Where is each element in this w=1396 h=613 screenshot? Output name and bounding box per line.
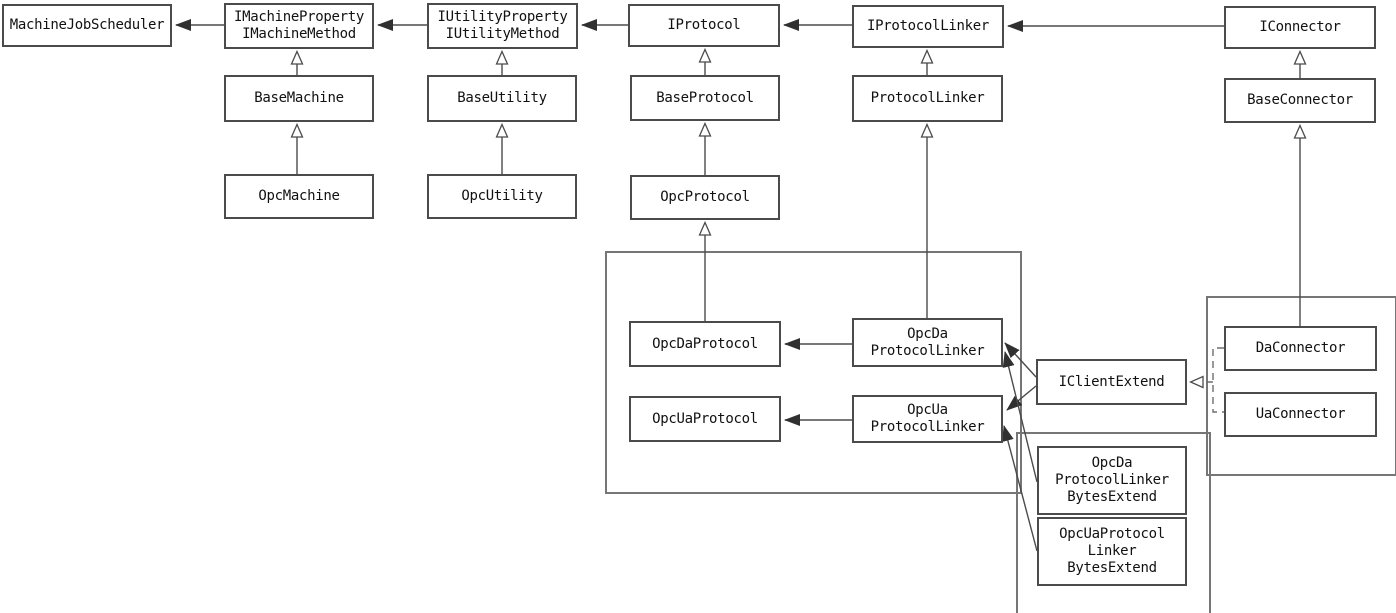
edge-opcuabytesextend-to-opcuaprotocollinker — [1002, 425, 1038, 552]
class-box-iutilityproperty-iutilitymethod: IUtilityProperty IUtilityMethod — [427, 3, 578, 49]
class-label: IProtocolLinker — [867, 18, 989, 34]
class-label: BaseUtility — [457, 90, 547, 106]
class-label: OpcDaProtocol — [652, 335, 758, 352]
edge-iclientextend-to-opcuaprotocollinker — [1006, 385, 1037, 411]
class-label: BaseProtocol — [656, 89, 754, 106]
class-label: MachineJobScheduler — [9, 17, 165, 33]
class-box-baseutility: BaseUtility — [427, 75, 577, 122]
class-box-opcprotocol: OpcProtocol — [630, 175, 780, 220]
class-box-opcuaprotocol: OpcUaProtocol — [629, 396, 781, 442]
class-box-machinejobscheduler: MachineJobScheduler — [2, 4, 172, 47]
class-box-opcdaprotocollinker-bytesextend: OpcDa ProtocolLinker BytesExtend — [1037, 446, 1187, 515]
class-label: OpcUa ProtocolLinker — [870, 402, 985, 435]
class-box-opcmachine: OpcMachine — [224, 174, 374, 219]
class-label: IConnector — [1259, 19, 1341, 35]
edge-connectors-realize-elbow — [1212, 347, 1224, 413]
class-box-iconnector: IConnector — [1224, 6, 1376, 49]
edge-opcdabytesextend-to-opcdaprotocollinker — [1002, 351, 1038, 483]
class-label: OpcDa ProtocolLinker — [870, 325, 985, 359]
class-box-imachineproperty-imachinemethod: IMachineProperty IMachineMethod — [224, 3, 374, 49]
class-box-baseprotocol: BaseProtocol — [630, 75, 780, 121]
class-label: OpcMachine — [258, 188, 340, 204]
class-label: IProtocol — [667, 17, 741, 33]
class-label: BaseMachine — [254, 90, 344, 106]
class-box-opcdaprotocol: OpcDaProtocol — [629, 321, 781, 367]
group-box-bytes-extend — [1016, 432, 1211, 613]
class-label: IUtilityProperty IUtilityMethod — [437, 9, 568, 42]
class-box-iprotocol: IProtocol — [628, 4, 780, 47]
class-label: OpcDa ProtocolLinker BytesExtend — [1055, 455, 1169, 505]
class-label: ProtocolLinker — [870, 90, 985, 106]
class-label: IMachineProperty IMachineMethod — [233, 9, 365, 42]
class-label: BaseConnector — [1247, 92, 1353, 108]
class-box-baseconnector: BaseConnector — [1224, 78, 1376, 123]
class-label: OpcUaProtocol — [652, 410, 758, 427]
class-box-uaconnector: UaConnector — [1224, 392, 1377, 437]
class-box-iprotocollinker: IProtocolLinker — [852, 5, 1004, 48]
edge-iclientextend-to-opcdaprotocollinker — [1004, 342, 1037, 378]
class-box-opcuaprotocollinker: OpcUa ProtocolLinker — [852, 395, 1003, 443]
class-box-opcuaprotocollinker-bytesextend: OpcUaProtocol Linker BytesExtend — [1037, 517, 1187, 586]
class-box-protocollinker: ProtocolLinker — [852, 75, 1003, 122]
class-label: UaConnector — [1255, 406, 1346, 422]
class-box-opcutility: OpcUtility — [427, 174, 577, 219]
class-label: IClientExtend — [1058, 373, 1165, 390]
group-box-opc-protocol-linker — [605, 251, 1022, 494]
class-label: OpcUtility — [461, 188, 543, 204]
class-box-opcdaprotocollinker: OpcDa ProtocolLinker — [852, 318, 1003, 367]
class-label: OpcUaProtocol Linker BytesExtend — [1059, 526, 1165, 576]
class-box-daconnector: DaConnector — [1224, 326, 1377, 371]
class-box-basemachine: BaseMachine — [224, 75, 374, 122]
class-box-iclientextend: IClientExtend — [1036, 359, 1187, 405]
class-label: OpcProtocol — [660, 189, 750, 205]
class-label: DaConnector — [1255, 340, 1346, 356]
